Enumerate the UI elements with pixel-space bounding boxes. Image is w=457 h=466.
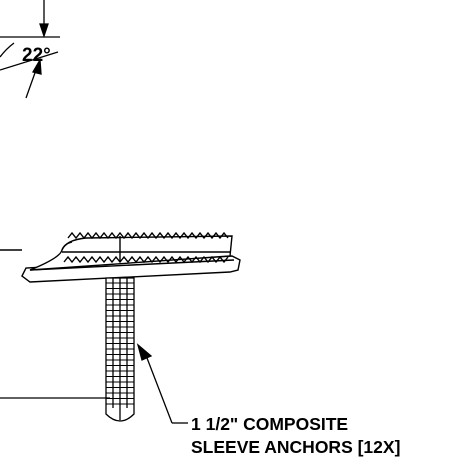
anchor-ribs bbox=[106, 282, 134, 405]
lower-serration bbox=[63, 255, 229, 264]
dimension-arc bbox=[0, 42, 15, 58]
callout-leader-diagonal bbox=[146, 357, 173, 424]
dimension-angled-line bbox=[0, 51, 59, 71]
dimension-leader-bottom bbox=[25, 69, 37, 99]
callout-leader bbox=[136, 343, 188, 424]
sleeve-anchor bbox=[105, 277, 135, 422]
plate-assembly bbox=[0, 231, 241, 283]
top-serration bbox=[67, 231, 229, 240]
dimension-arrow-top bbox=[39, 23, 49, 39]
angle-dimension bbox=[0, 0, 60, 99]
dome-inner-curve bbox=[61, 241, 73, 251]
callout-label-line2: SLEEVE ANCHORS [12X] bbox=[191, 437, 400, 457]
callout-label-line1: 1 1/2" COMPOSITE bbox=[191, 414, 348, 434]
dimension-arrow-bottom bbox=[32, 57, 42, 75]
callout-arrowhead bbox=[136, 343, 153, 361]
angle-dimension-label: 22° bbox=[22, 45, 51, 66]
